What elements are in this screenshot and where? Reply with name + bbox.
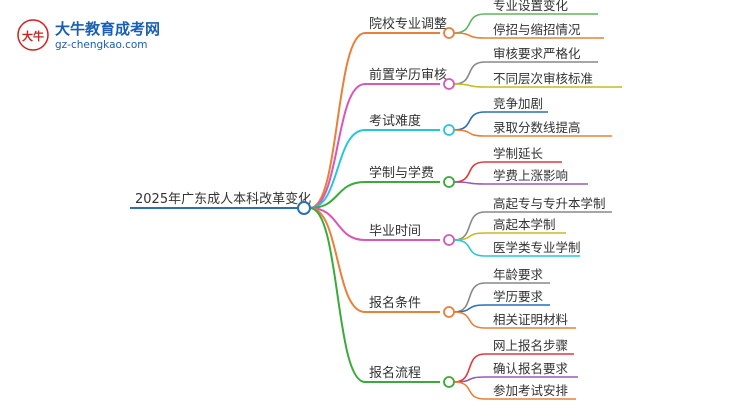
branch-node-circle[interactable]: [443, 234, 455, 246]
branch-connector: [309, 129, 366, 209]
leaf-label: 录取分数线提高: [493, 120, 581, 135]
branch-node-circle[interactable]: [443, 376, 455, 388]
leaf-label: 高起专与专升本学制: [493, 196, 606, 211]
branch-label: 院校专业调整: [369, 16, 447, 32]
branch-connector: [309, 207, 366, 241]
logo-mark-text: 大牛: [22, 29, 44, 43]
branch-label: 报名流程: [369, 365, 421, 381]
branch-connector: [309, 207, 366, 313]
root-circle: [297, 201, 311, 215]
leaf-connector: [453, 239, 486, 257]
branch-connector: [309, 32, 366, 209]
logo-title: 大牛教育成考网: [55, 20, 160, 38]
leaf-connector: [453, 111, 486, 131]
leaf-label: 学历要求: [493, 289, 544, 304]
leaf-connector: [453, 83, 486, 88]
site-logo[interactable]: 大牛 大牛教育成考网 gz-chengkao.com: [17, 19, 160, 51]
branch-node-circle[interactable]: [443, 176, 455, 188]
leaf-connector: [453, 13, 486, 34]
leaf-connector: [453, 32, 486, 39]
logo-url: gz-chengkao.com: [55, 39, 148, 51]
leaf-connector: [453, 311, 486, 329]
leaf-label: 医学类专业学制: [493, 240, 581, 255]
root-label: 2025年广东成人本科改革变化: [135, 191, 311, 207]
branch-node-circle[interactable]: [443, 306, 455, 318]
leaf-connector: [453, 129, 486, 137]
leaf-label: 竞争加剧: [493, 96, 543, 111]
root-node: 2025年广东成人本科改革变化: [130, 191, 311, 209]
branch-label: 报名条件: [369, 295, 421, 311]
branch-label: 学制与学费: [369, 165, 434, 181]
leaf-label: 学制延长: [493, 146, 544, 161]
leaf-label: 网上报名步骤: [493, 338, 568, 353]
leaf-connector: [453, 376, 486, 383]
leaf-connector: [453, 161, 486, 183]
leaf-connector: [453, 61, 486, 85]
branch-connector: [309, 181, 366, 209]
leaf-label: 参加考试安排: [493, 383, 569, 398]
leaf-label: 高起本学制: [493, 217, 556, 232]
leaf-connector: [453, 381, 486, 400]
leaf-label: 年龄要求: [493, 267, 544, 282]
leaf-label: 停招与缩招情况: [493, 22, 581, 37]
leaf-label: 确认报名要求: [493, 361, 569, 376]
branch-connector: [309, 207, 366, 383]
leaf-label: 不同层次审核标准: [493, 71, 593, 86]
leaf-label: 审核要求严格化: [493, 46, 581, 61]
leaf-label: 学费上涨影响: [493, 168, 568, 183]
branch-node-circle[interactable]: [443, 78, 455, 90]
leaf-label: 相关证明材料: [493, 312, 569, 327]
branch-node-circle[interactable]: [443, 27, 455, 39]
branch-label: 考试难度: [369, 113, 421, 129]
leaf-label: 专业设置变化: [493, 0, 569, 13]
logo-mark-icon: [17, 19, 49, 51]
branch-connector: [309, 83, 366, 209]
branch-label: 毕业时间: [369, 224, 421, 239]
branch-label: 前置学历审核: [369, 67, 447, 83]
leaf-connector: [453, 181, 486, 185]
branch-node-circle[interactable]: [443, 124, 455, 136]
